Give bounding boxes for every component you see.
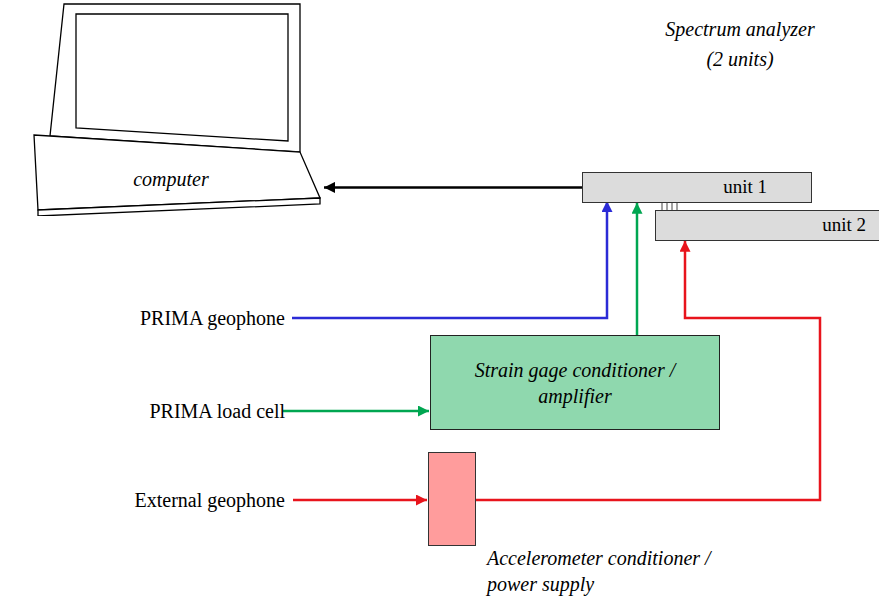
unit-label: unit 1 [723,176,767,199]
external-geophone-wire [293,499,427,502]
conditioner-box: Strain gage conditioner / amplifier [430,335,720,430]
unit-label: unit 2 [822,214,866,237]
geophone-wire [292,201,607,318]
data-link [324,186,582,189]
analyzer-heading: Spectrum analyzer (2 units) [655,14,825,74]
signal-source: External geophone [80,488,285,512]
signal-source: PRIMA load cell [80,399,285,423]
ribbon-cable [662,203,677,210]
load-cell-wire [283,410,429,413]
computer-label: computer [116,166,226,192]
signal-wire [636,203,639,335]
analyzer-unit: unit 2 [655,210,879,241]
signal-source: PRIMA geophone [80,306,285,330]
conditioner-label: Accelerometer conditioner / power supply [487,545,737,597]
analyzer-unit: unit 1 [582,172,812,203]
conditioner-box: Accelerometer conditioner / power supply [428,452,476,546]
laptop-computer: computer [4,2,324,216]
laptop-part [38,198,320,216]
conditioner-label: Strain gage conditioner / amplifier [444,357,706,409]
laptop-part [50,4,300,152]
laptop-part [34,135,320,210]
laptop-part [76,14,288,141]
